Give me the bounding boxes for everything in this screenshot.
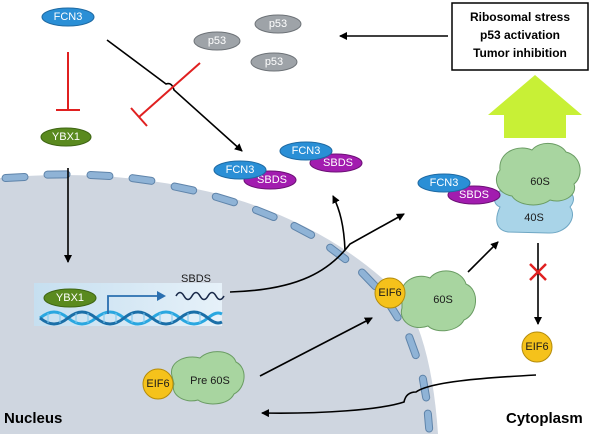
complex1-sbds-label: SBDS [257, 174, 287, 186]
red-x-icon [529, 263, 547, 281]
arrow-mrna-export [229, 213, 405, 293]
pre60s-eif6-label: EIF6 [146, 378, 169, 390]
ybx1-top-label: YBX1 [52, 131, 80, 143]
cytoplasm-label: Cytoplasm [506, 410, 583, 427]
gene-sbds-label: SBDS [181, 273, 211, 285]
fcn3-top-label: FCN3 [54, 11, 83, 23]
p53-label-b: p53 [208, 35, 226, 47]
inhibition-fcn3-p53 [130, 62, 201, 127]
transcription-arrowhead [157, 291, 166, 301]
arrow-fcn3-to-complex [106, 39, 243, 152]
fcn3-sbds-complex-2: SBDS FCN3 [279, 141, 363, 173]
arrow-to-complexes [332, 195, 346, 251]
ybx1-top: YBX1 [40, 127, 92, 147]
transcription-start-arrow [107, 295, 160, 314]
nucleus-label: Nucleus [4, 410, 62, 427]
big-up-arrow [488, 75, 582, 138]
pre60s-complex: Pre 60S EIF6 [142, 351, 245, 405]
inhibition-fcn3-ybx1 [56, 52, 80, 111]
eif6-60s-eif6-label: EIF6 [378, 287, 401, 299]
nuclear-membrane [1, 170, 434, 433]
fcn3-top: FCN3 [41, 7, 95, 27]
ybx1-on-dna: YBX1 [43, 288, 97, 308]
outcome-line-3: Tumor inhibition [473, 46, 567, 60]
eif6-60s-60s-label: 60S [433, 294, 453, 306]
mrna-wave [175, 291, 225, 301]
ribo-60s-label: 60S [530, 176, 550, 188]
arrow-eif6-return [261, 374, 537, 418]
eif6-free-label: EIF6 [525, 341, 548, 353]
ribo-40s-label: 40S [524, 212, 544, 224]
complex2-fcn3-label: FCN3 [292, 145, 321, 157]
p53-label-c: p53 [265, 56, 283, 68]
arrow-pre60s-to-eif660s [259, 317, 373, 377]
dna-region [34, 283, 223, 326]
ribo-sbds-label: SBDS [459, 189, 489, 201]
ybx1-dna-label: YBX1 [56, 292, 84, 304]
complex2-sbds-label: SBDS [323, 157, 353, 169]
outcome-line-2: p53 activation [480, 28, 560, 42]
eif6-60s-complex: 60S EIF6 [374, 270, 476, 332]
complex1-fcn3-label: FCN3 [226, 164, 255, 176]
p53-label-a: p53 [269, 18, 287, 30]
arrow-eif660s-to-ribosome [467, 241, 499, 273]
p53-cluster: p53 p53 p53 [193, 14, 302, 72]
fcn3-sbds-complex-1: SBDS FCN3 [213, 160, 297, 190]
ribosome-complex: 40S 60S SBDS FCN3 [417, 143, 581, 234]
outcome-line-1: Ribosomal stress [470, 10, 570, 24]
outcome-box: Ribosomal stress p53 activation Tumor in… [451, 2, 589, 71]
eif6-free: EIF6 [521, 331, 553, 363]
ribo-fcn3-label: FCN3 [430, 177, 459, 189]
pre60s-label: Pre 60S [190, 375, 230, 387]
